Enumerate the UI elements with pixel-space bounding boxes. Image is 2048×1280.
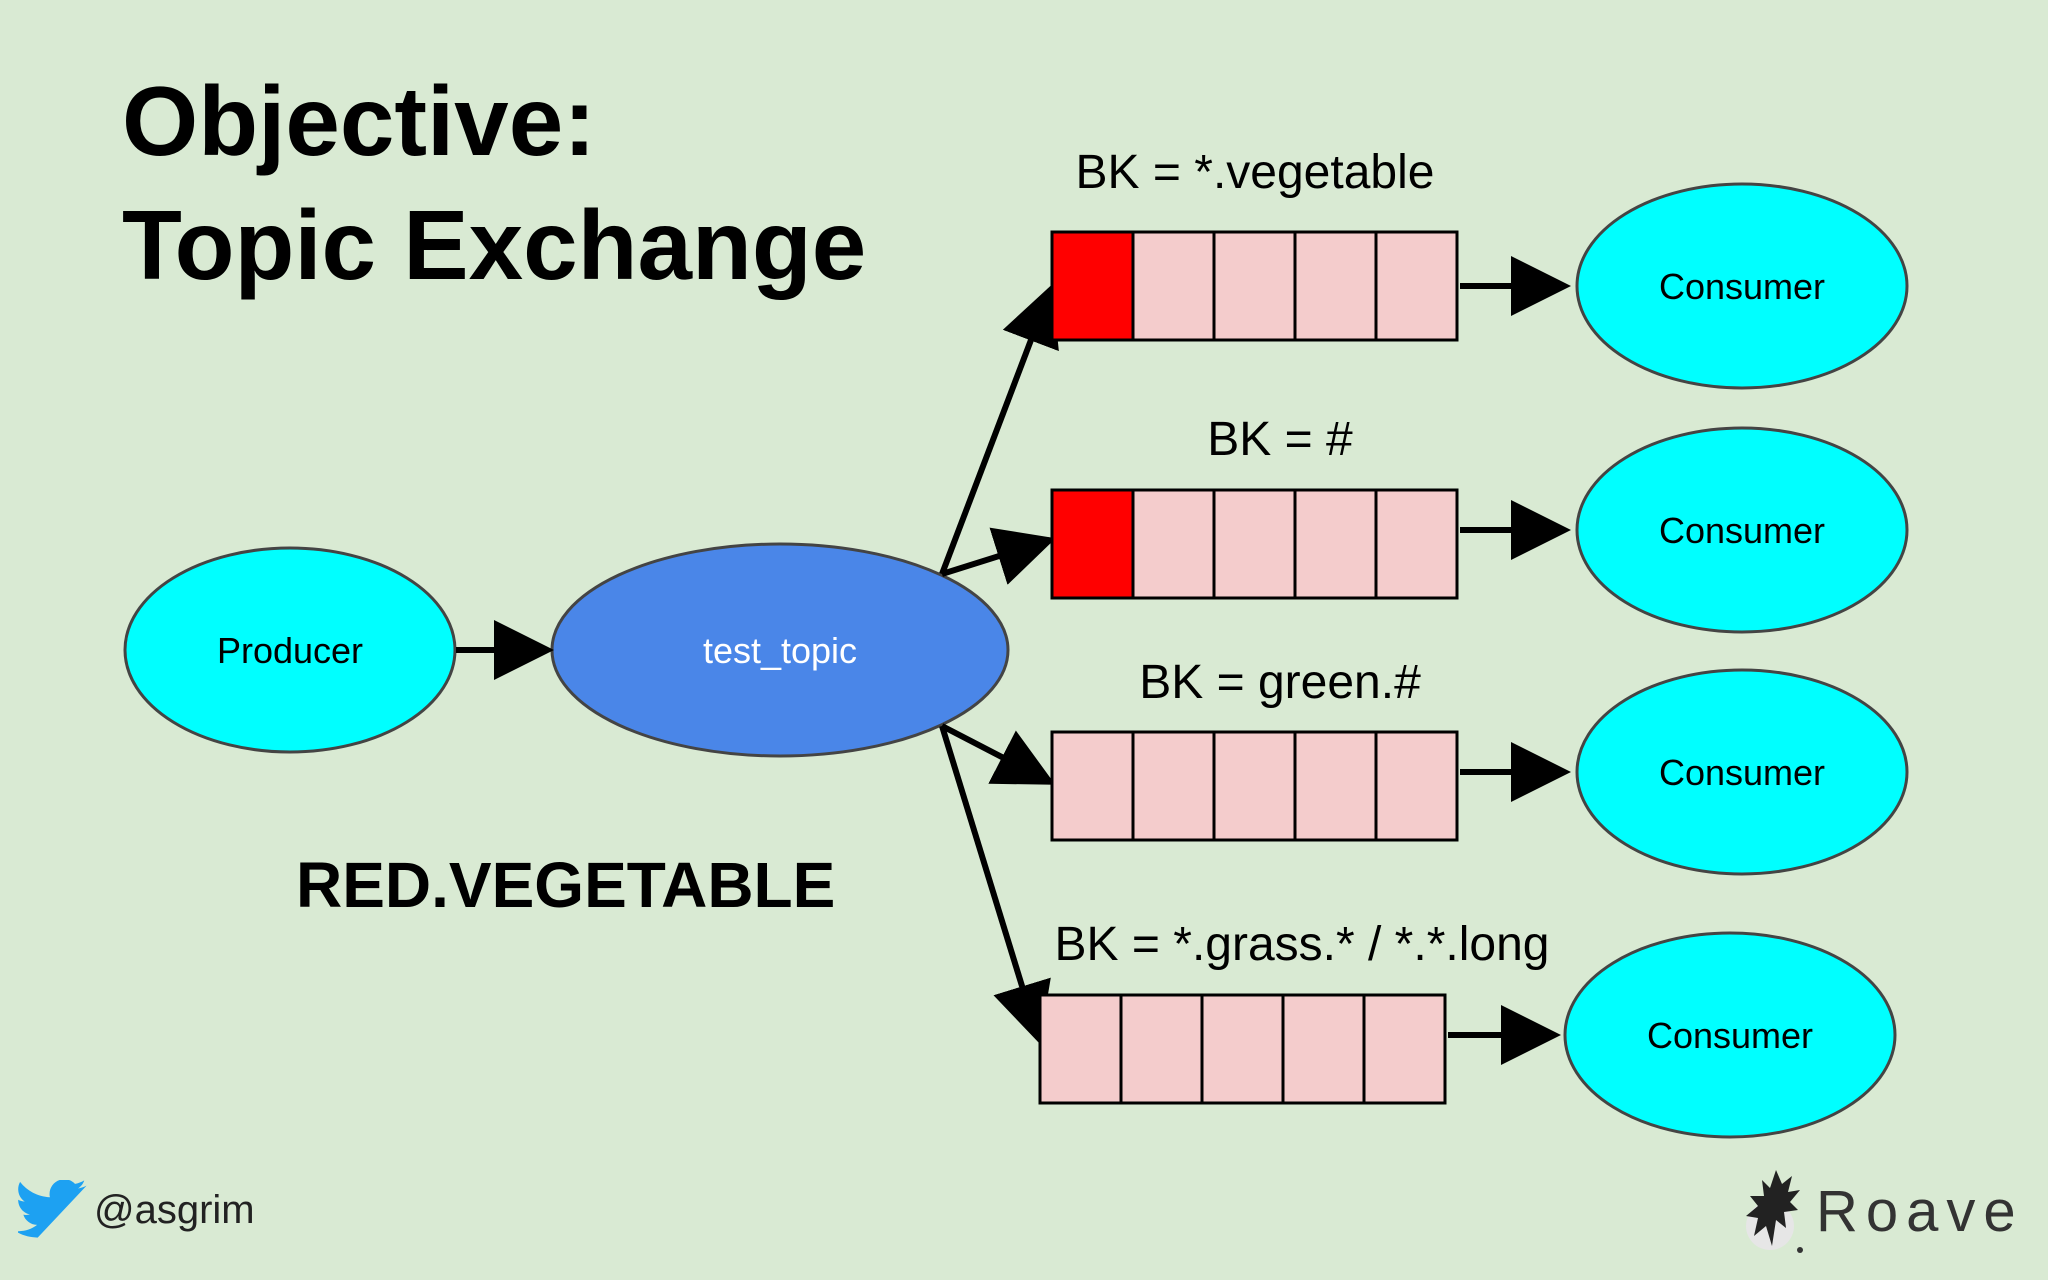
queue-2-slot-3-empty <box>1212 488 1297 600</box>
roave-brand-name: Roave <box>1816 1178 2024 1244</box>
title-line-1: Objective: <box>122 66 596 176</box>
twitter-bird-icon <box>18 1180 87 1238</box>
queue-2-binding: BK = # <box>1207 413 1353 466</box>
queue-1-slot-3-empty <box>1212 230 1297 342</box>
queue-3: BK = green.# Consumer <box>1050 656 1909 876</box>
queue-3-slot-3-empty <box>1212 730 1297 842</box>
queue-1: BK = *.vegetable Consumer <box>1050 146 1909 390</box>
queue-3-slot-4-empty <box>1293 730 1378 842</box>
queue-3-slot-2-empty <box>1131 730 1216 842</box>
queue-1-slot-4-empty <box>1293 230 1378 342</box>
queue-1-slot-5-empty <box>1374 230 1459 342</box>
producer-label: Producer <box>217 630 363 671</box>
twitter-credit[interactable]: @asgrim <box>18 1180 255 1240</box>
consumer-4-label: Consumer <box>1647 1015 1813 1056</box>
queue-2-slot-4-empty <box>1293 488 1378 600</box>
queue-1-binding: BK = *.vegetable <box>1076 146 1435 199</box>
queue-4-slot-3-empty <box>1200 993 1285 1105</box>
queue-2-slot-1-filled <box>1050 488 1135 600</box>
exchange-to-queue-1-arrow <box>939 284 1059 576</box>
consumer-1-label: Consumer <box>1659 266 1825 307</box>
queue-4-slot-5-empty <box>1362 993 1447 1105</box>
exchange-to-queue-4-arrow <box>939 725 1051 1044</box>
queue-4-slot-4-empty <box>1281 993 1366 1105</box>
consumer-2-label: Consumer <box>1659 510 1825 551</box>
queue-4: BK = *.grass.* / *.*.long Consumer <box>1038 918 1897 1139</box>
producer-node <box>123 546 457 754</box>
roave-logo-icon <box>1746 1170 1803 1253</box>
title-line-2: Topic Exchange <box>122 190 867 300</box>
consumer-3-label: Consumer <box>1659 752 1825 793</box>
consumer-3-node <box>1575 668 1909 876</box>
queue-1-slot-1-filled <box>1050 230 1135 342</box>
twitter-handle: @asgrim <box>94 1187 255 1232</box>
queue-2: BK = # Consumer <box>1050 413 1909 634</box>
queue-1-slot-2-empty <box>1131 230 1216 342</box>
exchange-label: test_topic <box>703 630 857 671</box>
roave-brand[interactable]: Roave <box>1738 1166 2024 1256</box>
consumer-4-node <box>1563 931 1897 1139</box>
queue-2-slot-5-empty <box>1374 488 1459 600</box>
queue-3-binding: BK = green.# <box>1139 656 1421 709</box>
consumer-2-node <box>1575 426 1909 634</box>
queue-2-slot-2-empty <box>1131 488 1216 600</box>
exchange-to-queue-2-arrow <box>941 527 1056 585</box>
exchange-to-queue-3-arrow <box>940 723 1056 785</box>
routing-key-message: RED.VEGETABLE <box>296 849 836 921</box>
consumer-1-node <box>1575 182 1909 390</box>
queue-4-slot-1-empty <box>1038 993 1123 1105</box>
queue-4-binding: BK = *.grass.* / *.*.long <box>1055 918 1550 971</box>
queue-4-slot-2-empty <box>1119 993 1204 1105</box>
queue-3-slot-5-empty <box>1374 730 1459 842</box>
queue-3-slot-1-empty <box>1050 730 1135 842</box>
